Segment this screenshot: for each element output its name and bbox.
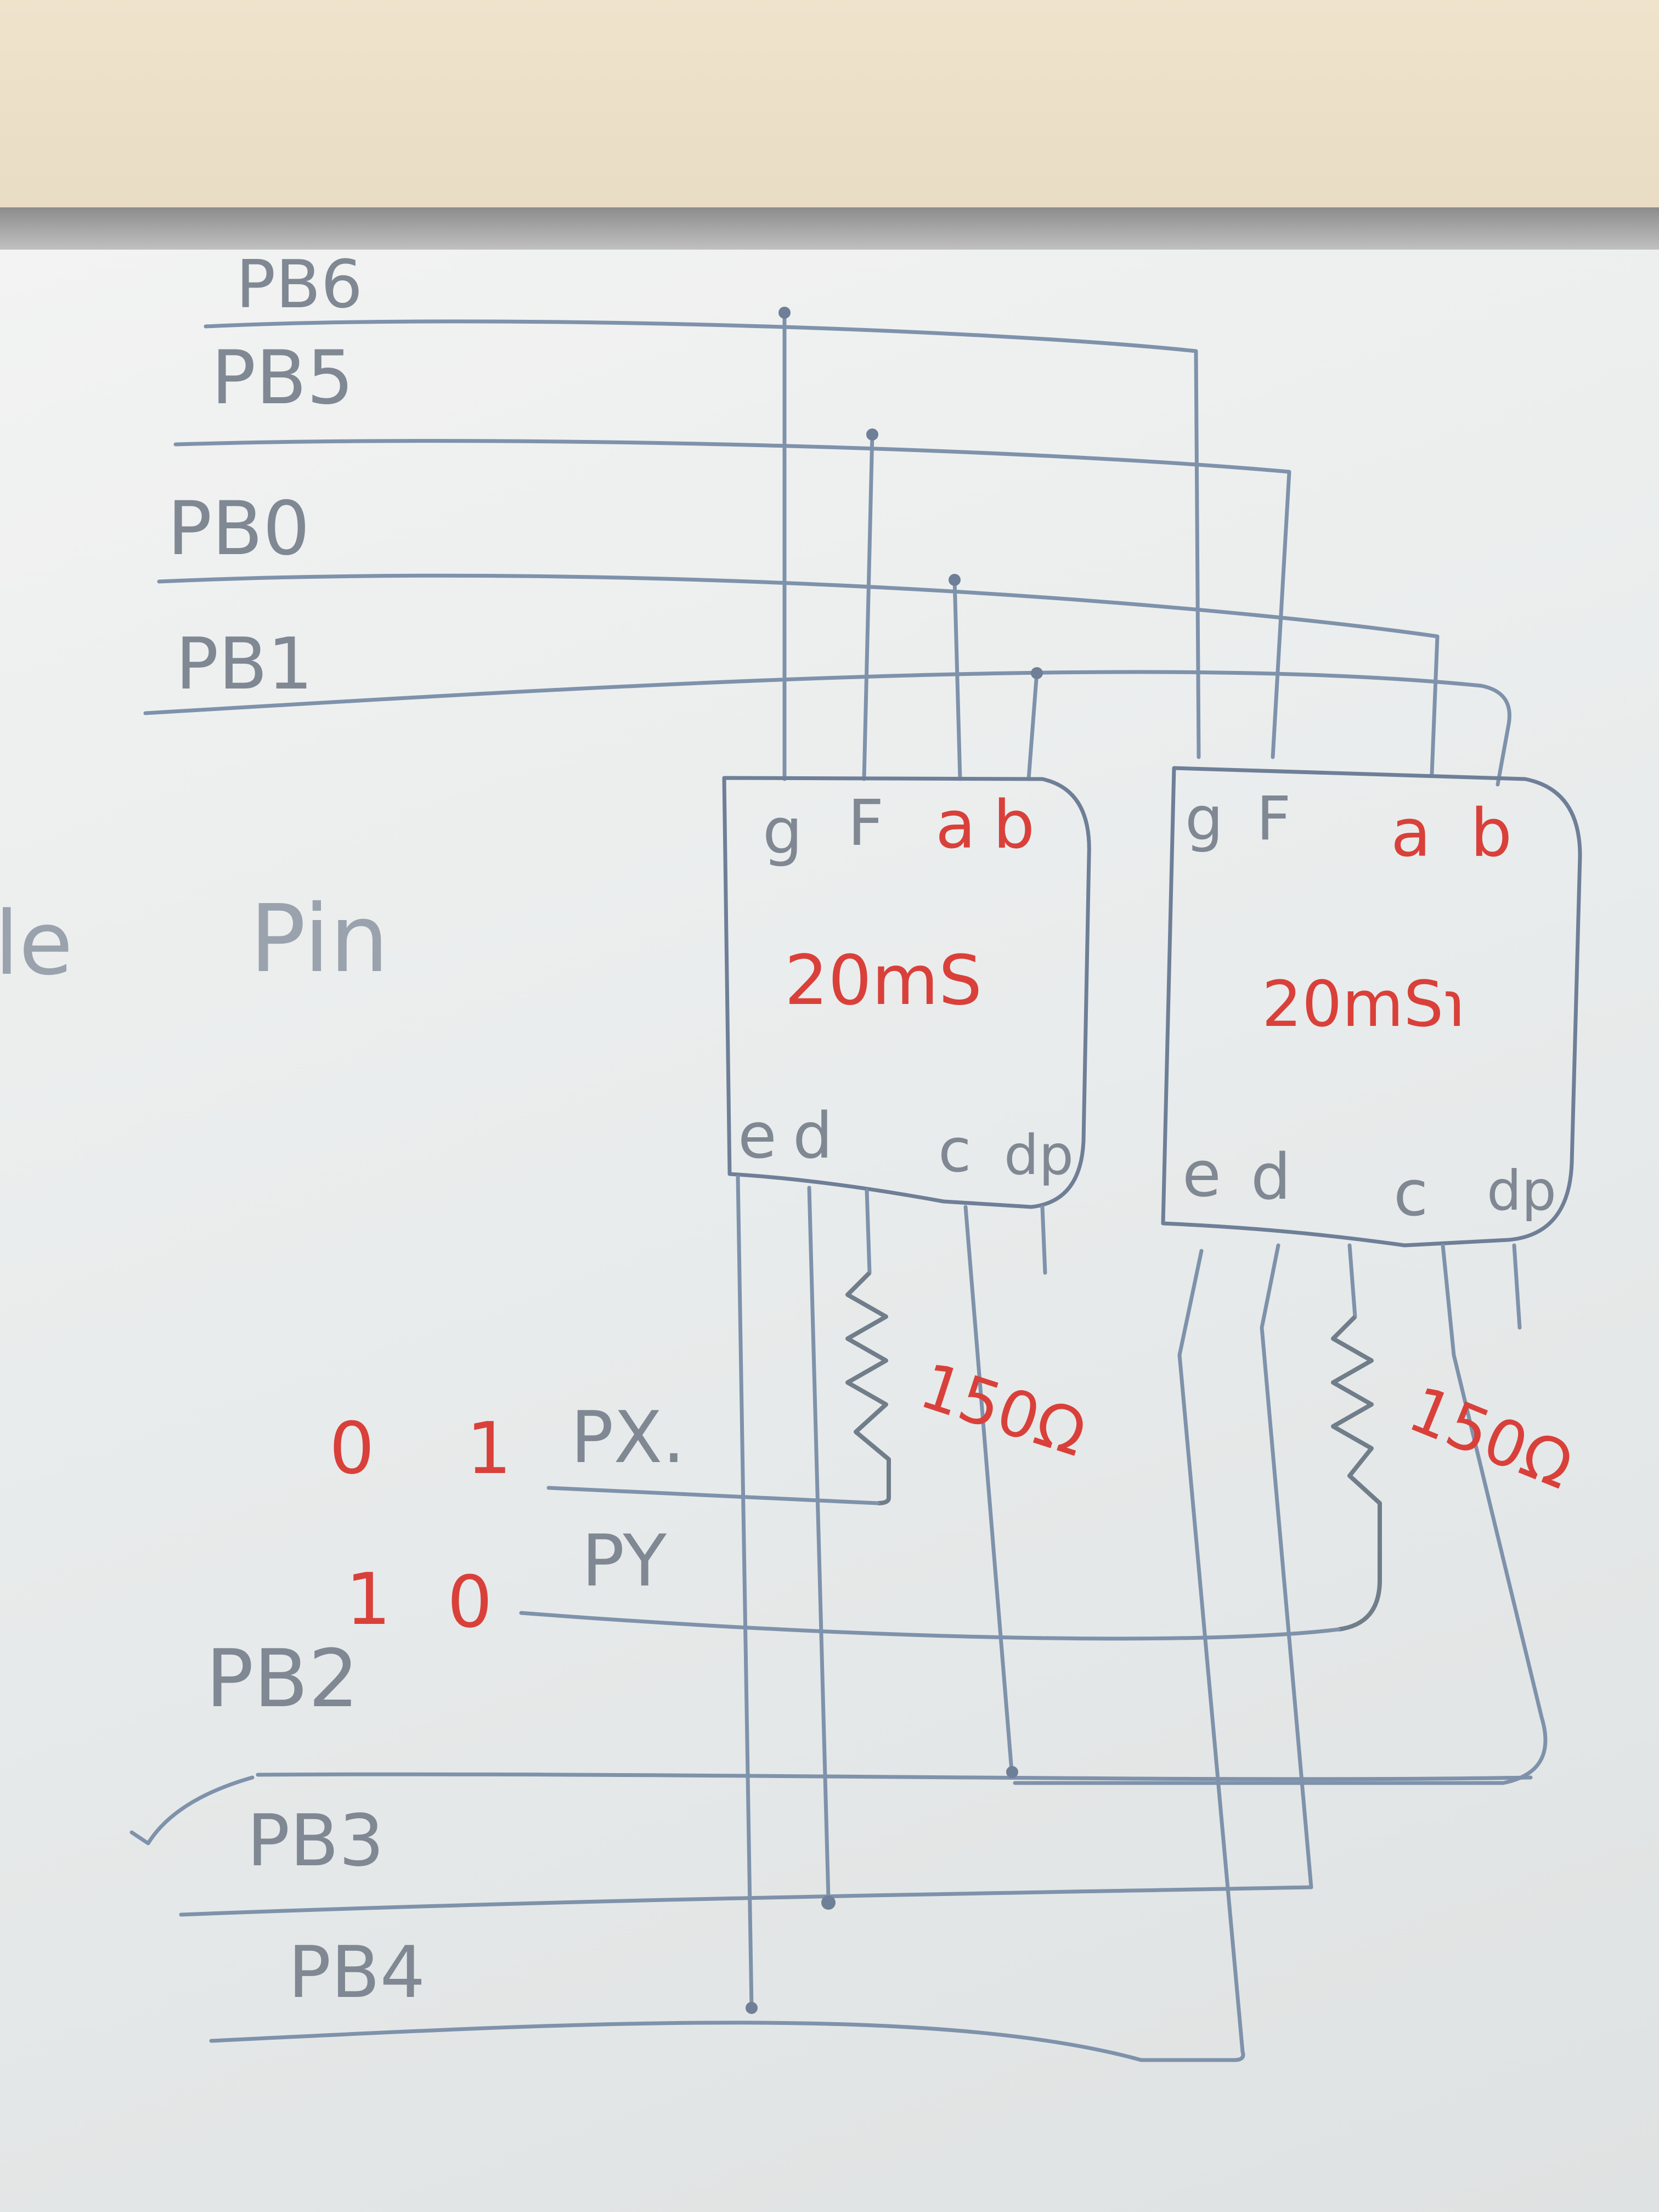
wire-r1-top: [865, 1188, 872, 1275]
px-state-b: 1: [466, 1407, 512, 1490]
px-label: PX.: [571, 1396, 685, 1479]
resistor1-symbol: [845, 1271, 891, 1505]
display2-pin-g: g: [1185, 783, 1223, 854]
wire-e1: [736, 1175, 754, 2010]
faded-text-pin: Pin: [250, 885, 389, 994]
junction-dot: [866, 428, 878, 441]
display2-timing-label: 20mS℩: [1262, 968, 1465, 1041]
display1-pin-a: a: [935, 787, 976, 864]
py-state-a: 1: [346, 1558, 391, 1641]
wire-dp2: [1512, 1243, 1522, 1330]
wire-px: [546, 1486, 880, 1505]
junction-dot: [821, 1895, 836, 1910]
display1-pin-b: b: [993, 787, 1035, 864]
port-label-pb0: PB0: [167, 486, 310, 572]
port-label-pb5: PB5: [211, 335, 354, 421]
junction-dot: [778, 307, 791, 319]
port-label-pb3: PB3: [247, 1799, 384, 1882]
faded-text-le: le: [0, 892, 73, 995]
wire-r2-top: [1347, 1243, 1357, 1319]
display2-pin-b: b: [1470, 795, 1512, 872]
port-label-pb1: PB1: [176, 622, 313, 706]
junction-dot: [746, 2002, 758, 2014]
wire-pb0: [157, 573, 1440, 776]
wire-pb6: [204, 319, 1201, 759]
display2-outline: [1161, 766, 1582, 1248]
px-state-a: 0: [329, 1407, 375, 1490]
display2-pin-d: d: [1251, 1141, 1291, 1214]
display2-pin-e: e: [1182, 1138, 1221, 1211]
display1-pin-g: g: [763, 795, 803, 868]
tap-f1: [862, 431, 874, 781]
junction-dot: [949, 574, 961, 586]
junction-dot: [1006, 1766, 1018, 1778]
display2-pin-f: F: [1256, 783, 1291, 854]
wire-pb1: [143, 670, 1511, 787]
port-label-pb2: PB2: [206, 1633, 359, 1725]
resistor2-value: 150Ω: [1399, 1373, 1583, 1504]
display1-pin-d: d: [793, 1099, 833, 1173]
wire-e2: [1139, 1249, 1245, 2062]
wire-py: [519, 1611, 1341, 1641]
display1-pin-f: F: [848, 787, 884, 860]
py-state-b: 0: [447, 1560, 493, 1644]
wire-dp1: [1040, 1205, 1047, 1275]
display2-pin-dp: dp: [1487, 1159, 1556, 1223]
wire-pb3: [179, 1885, 1313, 1917]
display2-pin-c: c: [1393, 1157, 1428, 1231]
display1-outline: [722, 776, 1091, 1209]
tap-a1: [952, 577, 962, 781]
wire-d1: [807, 1186, 831, 1900]
checkmark: [129, 1775, 255, 1846]
resistor1-value: 150Ω: [911, 1349, 1094, 1471]
wire-d2: [1260, 1243, 1313, 1889]
wire-c1: [963, 1205, 1014, 1780]
display1-pin-c: c: [938, 1115, 971, 1186]
whiteboard-frame: [0, 207, 1659, 257]
wire-pb5: [173, 439, 1291, 759]
wire-pb4: [209, 2021, 1143, 2062]
port-label-pb4: PB4: [288, 1931, 425, 2014]
display1-pin-dp: dp: [1004, 1123, 1074, 1187]
port-label-pb6: PB6: [236, 247, 363, 323]
display1-timing-label: 20mS: [785, 941, 982, 1020]
resistor2-symbol: [1331, 1315, 1382, 1632]
junction-dot: [1031, 667, 1043, 679]
display1-pin-e: e: [738, 1099, 777, 1173]
wire-c2: [1013, 1243, 1548, 1785]
wall-background: [0, 0, 1659, 219]
wire-pb2: [256, 1772, 1533, 1781]
py-label: PY: [582, 1519, 667, 1602]
display2-pin-a: a: [1391, 795, 1431, 872]
tap-b1: [1026, 670, 1039, 781]
